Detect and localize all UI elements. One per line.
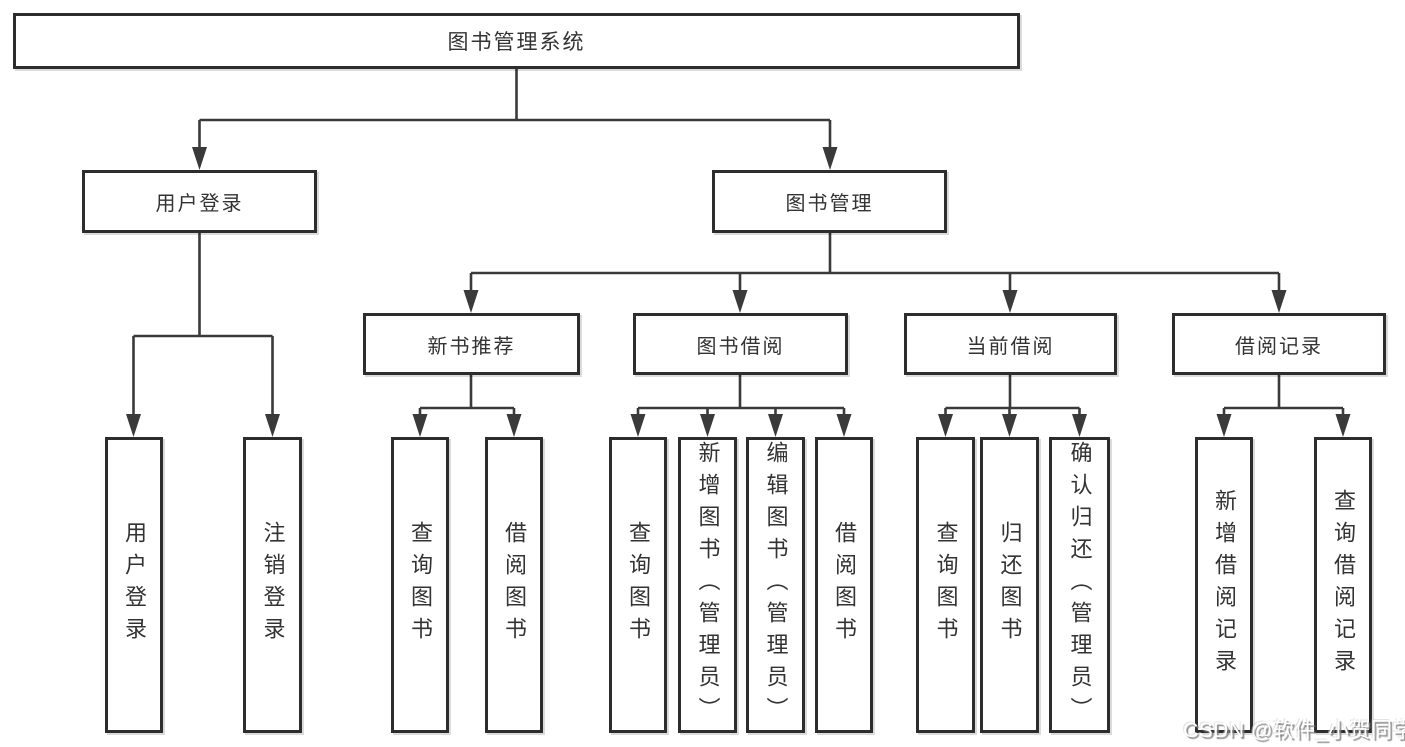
leaf-edit-books-admin: 编辑图书（管理员） xyxy=(746,437,805,733)
arrow-down-icon xyxy=(126,414,141,437)
node-label: 图书管理 xyxy=(785,193,874,215)
connector-user-login-to-leaves xyxy=(132,233,274,416)
leaf-add-borrow-record: 新增借阅记录 xyxy=(1195,437,1253,733)
arrow-down-icon xyxy=(700,414,715,437)
leaf-query-books-current: 查询图书 xyxy=(916,437,975,733)
arrow-down-icon xyxy=(265,414,280,437)
node-label: 用户登录 xyxy=(122,521,147,649)
node-user-login: 用户登录 xyxy=(82,170,317,233)
node-label: 借阅图书 xyxy=(502,521,527,649)
node-label: 新增图书（管理员） xyxy=(695,441,721,729)
arrow-down-icon xyxy=(1216,414,1232,437)
node-label: 注销登录 xyxy=(260,521,286,649)
arrow-down-icon xyxy=(768,414,783,437)
arrow-down-icon xyxy=(463,290,479,313)
node-root-system: 图书管理系统 xyxy=(13,13,1020,69)
arrow-down-icon xyxy=(412,414,428,437)
arrow-down-icon xyxy=(630,414,646,437)
connector-book-borrow-to-leaves xyxy=(636,375,846,416)
node-new-book-recommend: 新书推荐 xyxy=(363,313,580,375)
arrow-down-icon xyxy=(836,414,852,437)
node-label: 借阅记录 xyxy=(1235,335,1323,358)
arrow-down-icon xyxy=(822,147,838,170)
arrow-down-icon xyxy=(506,414,522,437)
watermark: CSDN @软件_小贺同学 xyxy=(1183,719,1405,742)
connector-root-to-level2 xyxy=(198,69,832,150)
arrow-down-icon xyxy=(1002,290,1018,313)
node-label: 新书推荐 xyxy=(427,335,516,358)
node-label: 归还图书 xyxy=(997,521,1023,649)
arrow-down-icon xyxy=(732,290,748,313)
connector-book-mgmt-to-level3 xyxy=(469,233,1281,292)
node-label: 查询图书 xyxy=(933,521,959,649)
leaf-query-books-borrow: 查询图书 xyxy=(609,437,667,733)
arrow-down-icon xyxy=(1072,414,1087,437)
node-label: 图书借阅 xyxy=(696,335,785,358)
node-label: 查询借阅记录 xyxy=(1331,489,1356,681)
node-label: 新增借阅记录 xyxy=(1212,489,1237,681)
leaf-confirm-return-admin: 确认归还（管理员） xyxy=(1049,437,1110,733)
leaf-query-books-recommend: 查询图书 xyxy=(391,437,449,733)
connector-current-borrow-to-leaves xyxy=(944,375,1081,416)
leaf-user-login: 用户登录 xyxy=(105,437,163,733)
node-label: 确认归还（管理员） xyxy=(1067,441,1093,729)
node-borrowing-records: 借阅记录 xyxy=(1172,313,1386,375)
leaf-borrow-books: 借阅图书 xyxy=(815,437,873,733)
node-label: 借阅图书 xyxy=(832,521,857,649)
node-label: 查询图书 xyxy=(626,521,651,649)
arrow-down-icon xyxy=(192,147,207,170)
arrow-down-icon xyxy=(1271,290,1287,313)
node-label: 编辑图书（管理员） xyxy=(763,441,789,729)
node-label: 查询图书 xyxy=(408,521,433,649)
leaf-borrow-books-recommend: 借阅图书 xyxy=(485,437,543,733)
leaf-logout: 注销登录 xyxy=(243,437,302,733)
node-book-management: 图书管理 xyxy=(712,170,947,233)
node-label: 图书管理系统 xyxy=(447,31,586,54)
node-book-borrowing: 图书借阅 xyxy=(633,313,848,375)
arrow-down-icon xyxy=(1335,414,1351,437)
arrow-down-icon xyxy=(938,414,953,437)
leaf-query-borrow-record: 查询借阅记录 xyxy=(1314,437,1372,733)
leaf-return-books: 归还图书 xyxy=(980,437,1039,733)
connector-new-books-to-leaves xyxy=(418,375,516,416)
arrow-down-icon xyxy=(1002,414,1017,437)
node-label: 当前借阅 xyxy=(966,335,1055,358)
connector-borrow-records-to-leaves xyxy=(1222,375,1345,416)
node-label: 用户登录 xyxy=(155,193,244,215)
node-current-borrowing: 当前借阅 xyxy=(904,313,1117,375)
leaf-add-books-admin: 新增图书（管理员） xyxy=(678,437,737,733)
